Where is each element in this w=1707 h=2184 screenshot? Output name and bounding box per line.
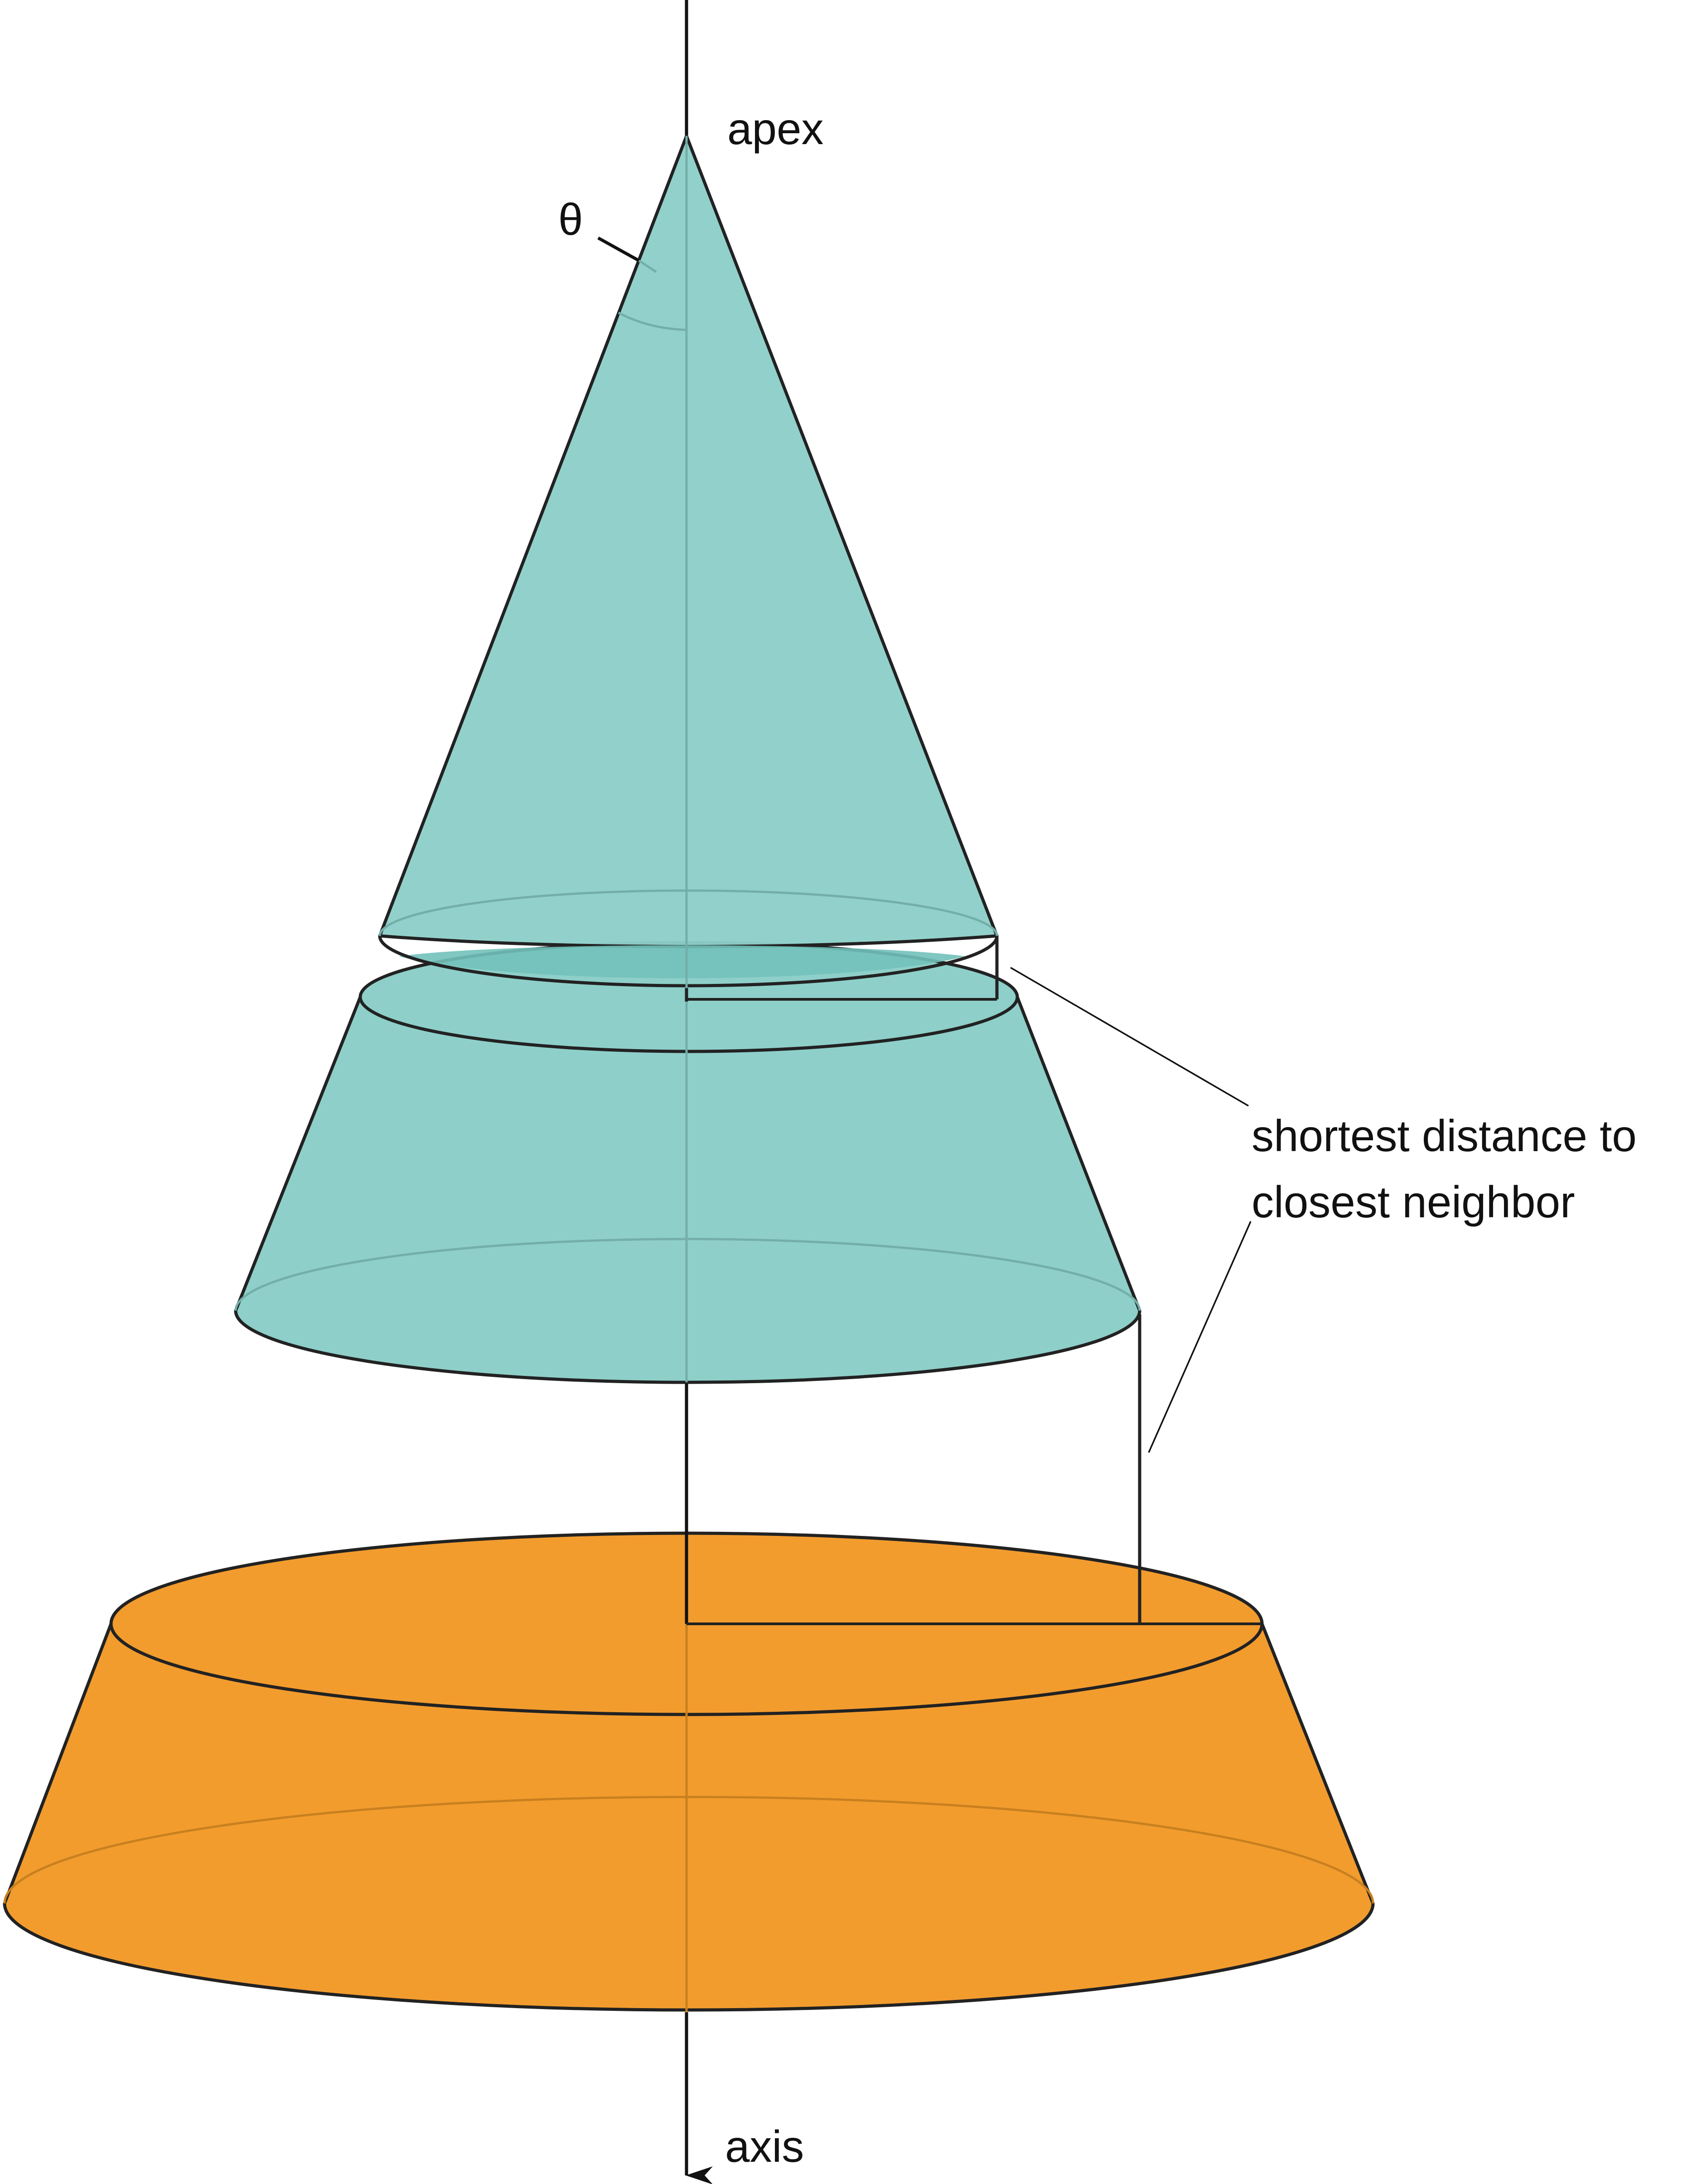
upper-cone [378,134,999,997]
annotation-label-line1: shortest distance to [1252,1111,1637,1161]
distance-bracket-lower [687,1314,1262,1625]
upper-cone-hidden-base-edge [378,889,998,936]
theta-label: θ [558,194,583,244]
bottom-frustum [3,1531,1375,2012]
cone-frustum-overlap [399,945,965,978]
upper-cone-body [378,134,999,949]
bottom-frustum-body [3,1622,1375,2012]
annotation-label-line2: closest neighbor [1252,1177,1575,1227]
annotation-leader-upper [1010,967,1249,1107]
middle-frustum [234,941,1141,1384]
axis-label: axis [725,2121,804,2171]
upper-cone-base-front-edge [378,935,999,988]
theta-leader-line [597,236,640,262]
apex-label: apex [727,104,824,154]
distance-bracket-upper [685,936,999,1002]
annotation-leader-lower [1148,1221,1252,1453]
bottom-frustum-hidden-edge [3,1796,1374,1904]
theta-arc [618,311,687,331]
theta-tick [638,259,657,273]
